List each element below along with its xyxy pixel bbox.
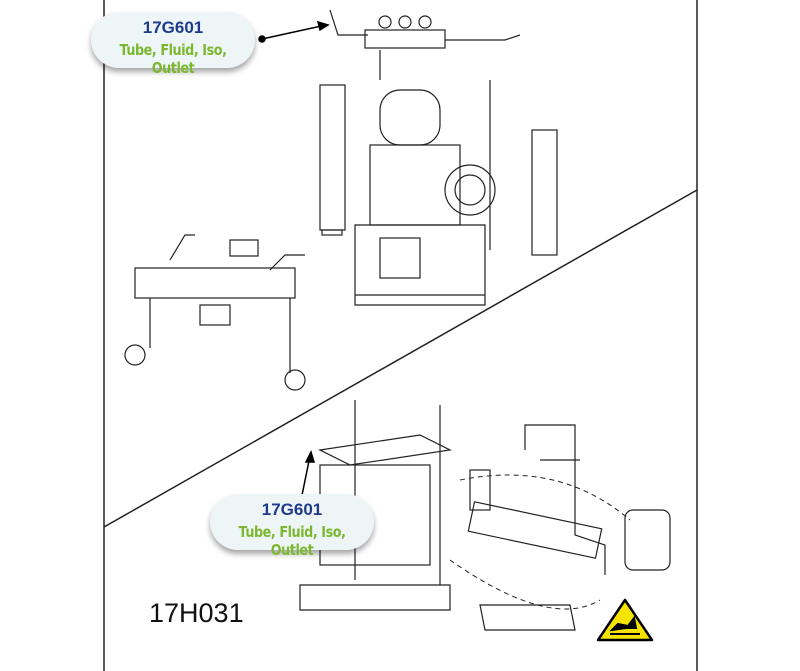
part-callout-bottom[interactable]: 17G601 Tube, Fluid, Iso, Outlet bbox=[210, 494, 374, 559]
part-callout-top[interactable]: 17G601 Tube, Fluid, Iso, Outlet bbox=[91, 12, 255, 77]
part-number: 17G601 bbox=[142, 18, 204, 37]
part-description: Tube, Fluid, Iso, Outlet bbox=[119, 41, 227, 77]
model-number: 17H031 bbox=[149, 598, 244, 628]
manifold-assembly bbox=[124, 234, 306, 391]
section-divider bbox=[103, 189, 698, 528]
hot-surface-warning-icon bbox=[596, 598, 654, 642]
assembly-guide-lines bbox=[449, 474, 631, 610]
heater-assembly bbox=[467, 424, 671, 631]
frame-border bbox=[103, 0, 698, 671]
callout-leaders bbox=[258, 20, 330, 506]
pump-assembly bbox=[329, 9, 521, 306]
part-number: 17G601 bbox=[261, 500, 323, 519]
part-description: Tube, Fluid, Iso, Outlet bbox=[238, 523, 346, 559]
right-cylinder bbox=[531, 129, 558, 256]
left-cylinder bbox=[319, 84, 346, 236]
